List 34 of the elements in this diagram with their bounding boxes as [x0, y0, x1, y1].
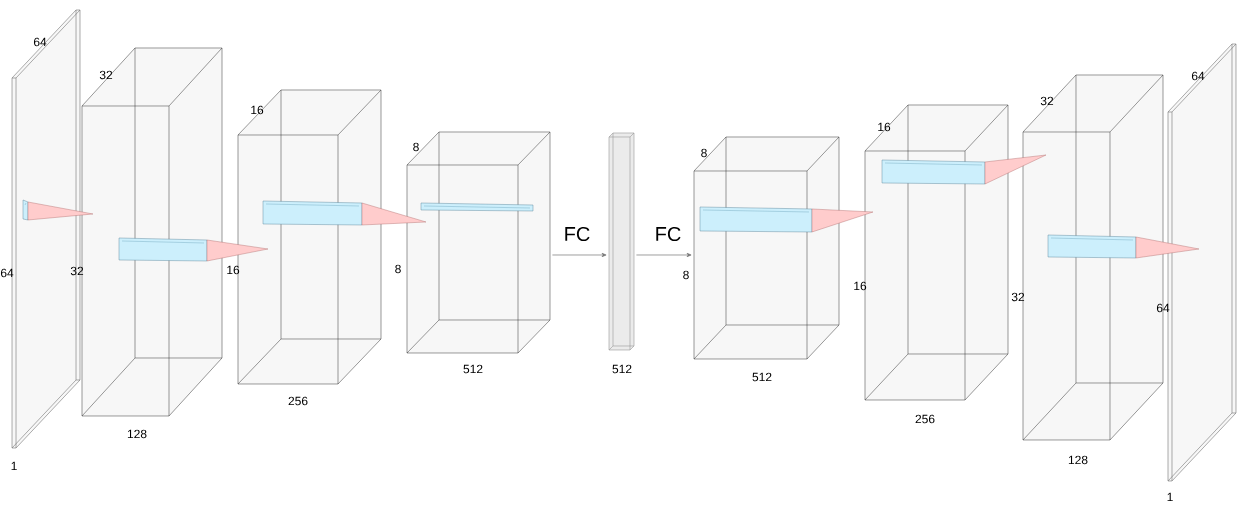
- dimension-label: 256: [915, 414, 935, 424]
- dimension-label: 512: [612, 364, 632, 374]
- dimension-label: 64: [33, 37, 47, 47]
- dimension-label: 1: [1167, 492, 1173, 502]
- dimension-label: 16: [227, 265, 240, 275]
- volume-box: [608, 132, 635, 351]
- dimension-label: 8: [701, 148, 707, 158]
- dimension-label: 16: [878, 122, 891, 132]
- dimension-label: 8: [683, 270, 689, 280]
- dimension-label: 32: [99, 70, 113, 80]
- dimension-label: 1: [11, 461, 17, 471]
- dimension-label: 16: [854, 281, 867, 291]
- dimension-label: 32: [1011, 292, 1025, 302]
- edge-label: FC: [565, 226, 590, 242]
- volume-box: [406, 131, 551, 354]
- dimension-label: 8: [395, 264, 401, 274]
- edge-label: FC: [656, 226, 681, 242]
- dimension-label: 64: [1156, 303, 1170, 313]
- dimension-label: 64: [1191, 71, 1205, 81]
- dimension-label: 64: [0, 268, 14, 278]
- dimension-label: 128: [1068, 455, 1088, 465]
- dimension-label: 256: [288, 396, 308, 406]
- dimension-label: 512: [463, 364, 483, 374]
- volume-box: [81, 47, 223, 417]
- dimension-label: 128: [127, 429, 147, 439]
- dimension-label: 32: [70, 266, 84, 276]
- dimension-label: 32: [1040, 96, 1054, 106]
- volume-box: [864, 104, 1009, 401]
- arrow: [636, 252, 692, 258]
- volume-box: [237, 89, 382, 385]
- dimension-label: 512: [752, 372, 772, 382]
- dimension-label: 16: [251, 105, 264, 115]
- arrow: [552, 252, 607, 258]
- dimension-label: 8: [413, 142, 419, 152]
